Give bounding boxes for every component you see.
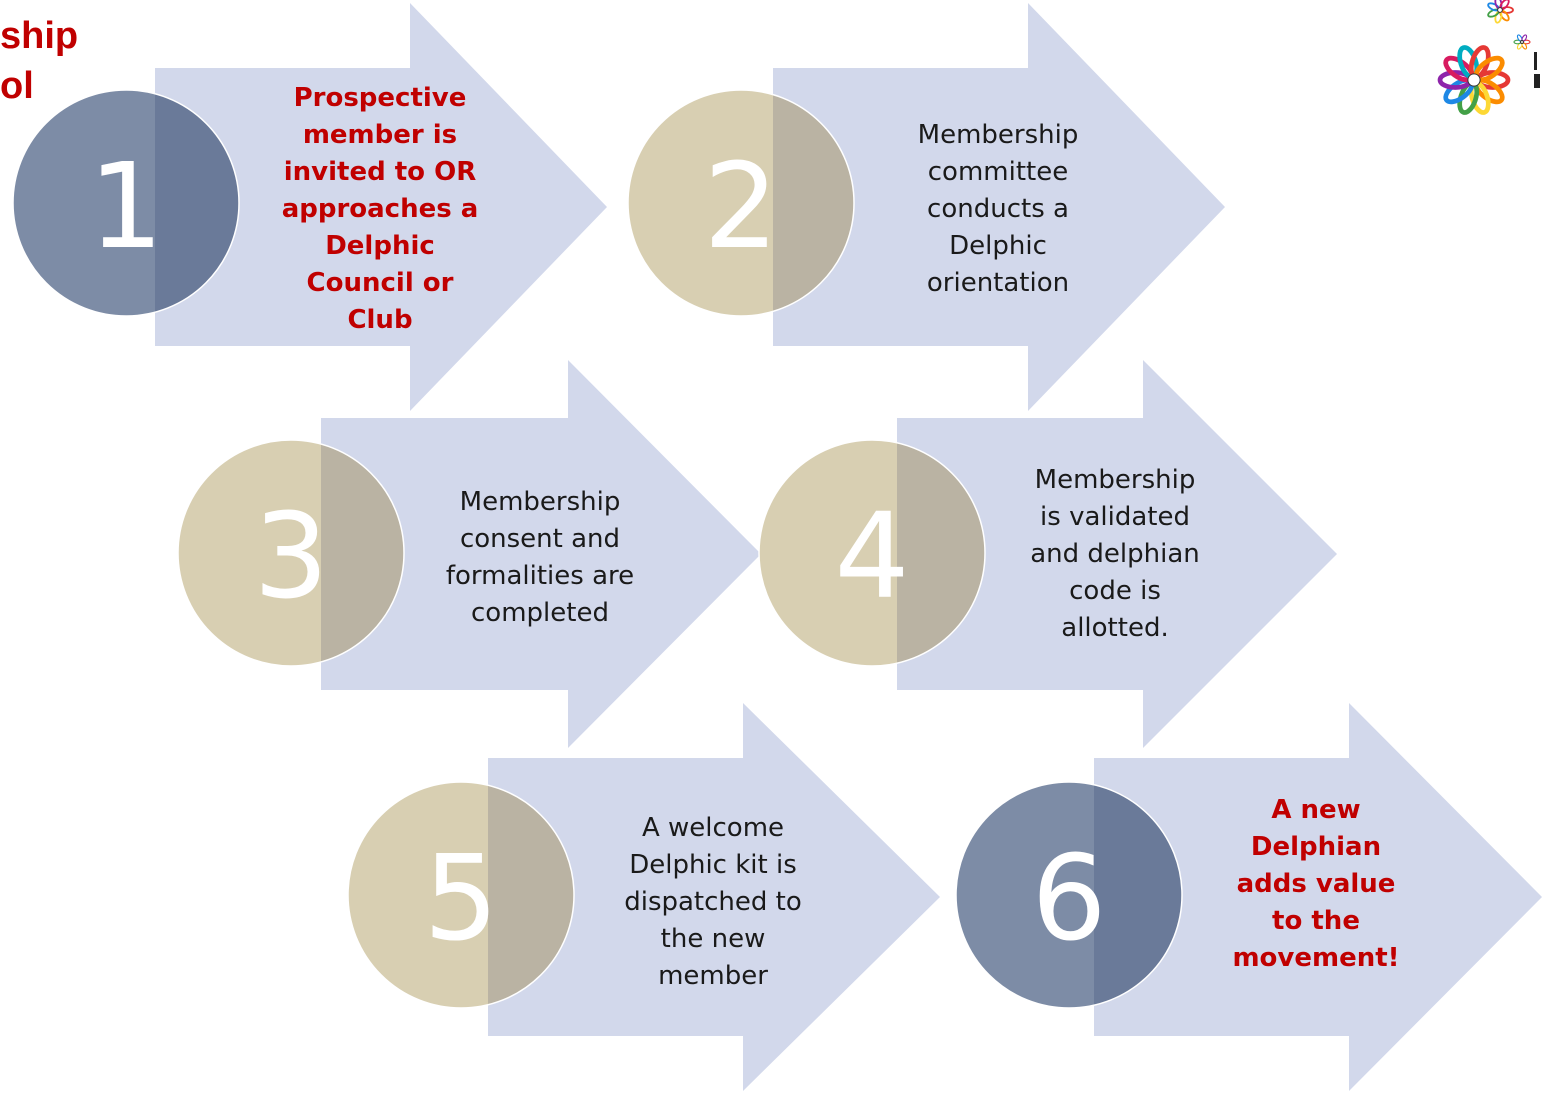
step-3-arrow	[321, 360, 761, 748]
step-3-line: consent and	[459, 524, 621, 554]
title-line-1: ship	[0, 15, 79, 57]
step-6: 6	[955, 703, 1542, 1091]
title-line-2: ol	[0, 65, 34, 107]
step-5-line: A welcome	[641, 813, 785, 843]
step-6-arrow	[1094, 703, 1542, 1091]
step-4-line: is validated	[1040, 502, 1190, 532]
logo-mark	[1534, 74, 1540, 88]
step-2-line: orientation	[926, 268, 1070, 298]
step-5-circle-outline	[347, 781, 575, 1009]
step-5-line: Delphic kit is	[629, 850, 797, 880]
step-6-line: adds value	[1236, 869, 1396, 899]
step-3-line: completed	[471, 598, 609, 628]
step-1-line: Council or	[306, 268, 454, 298]
step-4: 4	[758, 360, 1337, 748]
step-2-description: Membership committee conducts a Delphic orie…	[878, 117, 1118, 302]
step-4-line: Membership	[1034, 465, 1196, 495]
logo-mark	[1534, 52, 1537, 70]
step-1-line: Delphic	[325, 231, 435, 261]
step-3-description: Membership consent and formalities are comp…	[420, 484, 660, 632]
step-6-line: Delphian	[1250, 832, 1382, 862]
step-4-arrow	[897, 360, 1337, 748]
step-3-circle-outline	[177, 439, 405, 667]
step-3-line: Membership	[459, 487, 621, 517]
step-6-line: A new	[1271, 795, 1361, 825]
flower-logo-icon	[1437, 0, 1540, 115]
step-2-arrow	[773, 3, 1225, 411]
step-2-line: Delphic	[949, 231, 1047, 261]
logo-flower	[1487, 0, 1514, 24]
step-3: 3	[177, 360, 761, 748]
step-5-arrow	[488, 703, 940, 1091]
logo-flower	[1437, 45, 1511, 115]
step-5: 5	[347, 703, 940, 1091]
step-4-number: 4	[834, 487, 909, 625]
step-1-line: Prospective	[293, 83, 467, 113]
step-5-line: dispatched to	[624, 887, 802, 917]
step-6-line: to the	[1272, 906, 1360, 936]
step-5-line: member	[658, 961, 768, 991]
step-2-line: conducts a	[927, 194, 1069, 224]
step-6-number: 6	[1031, 829, 1106, 967]
step-1-line: approaches a	[281, 194, 479, 224]
step-1: 1	[12, 3, 607, 411]
step-1-line: invited to OR	[283, 157, 477, 187]
step-3-number: 3	[253, 487, 328, 625]
step-1-circle-outline	[12, 89, 240, 317]
step-5-number: 5	[423, 829, 498, 967]
step-2-line: committee	[927, 157, 1069, 187]
step-1-line: member is	[302, 120, 458, 150]
step-1-description: Prospective member is invited to OR approac…	[260, 80, 500, 339]
step-4-line: and delphian	[1030, 539, 1200, 569]
step-6-circle-outline	[955, 781, 1183, 1009]
step-4-line: code is	[1069, 576, 1161, 606]
step-3-line: formalities are	[445, 561, 635, 591]
step-5-line: the new	[660, 924, 766, 954]
step-4-line: allotted.	[1061, 613, 1169, 643]
logo-flower	[1513, 34, 1531, 50]
step-2-line: Membership	[917, 120, 1079, 150]
step-4-description: Membership is validated and delphian code i…	[995, 462, 1235, 647]
step-1-line: Club	[347, 305, 413, 335]
step-6-line: movement!	[1232, 943, 1400, 973]
step-2: 2	[627, 3, 1225, 411]
step-1-number: 1	[88, 137, 163, 275]
step-1-arrow	[155, 3, 607, 411]
step-4-circle-outline	[758, 439, 986, 667]
step-2-number: 2	[703, 137, 778, 275]
step-2-circle-outline	[627, 89, 855, 317]
